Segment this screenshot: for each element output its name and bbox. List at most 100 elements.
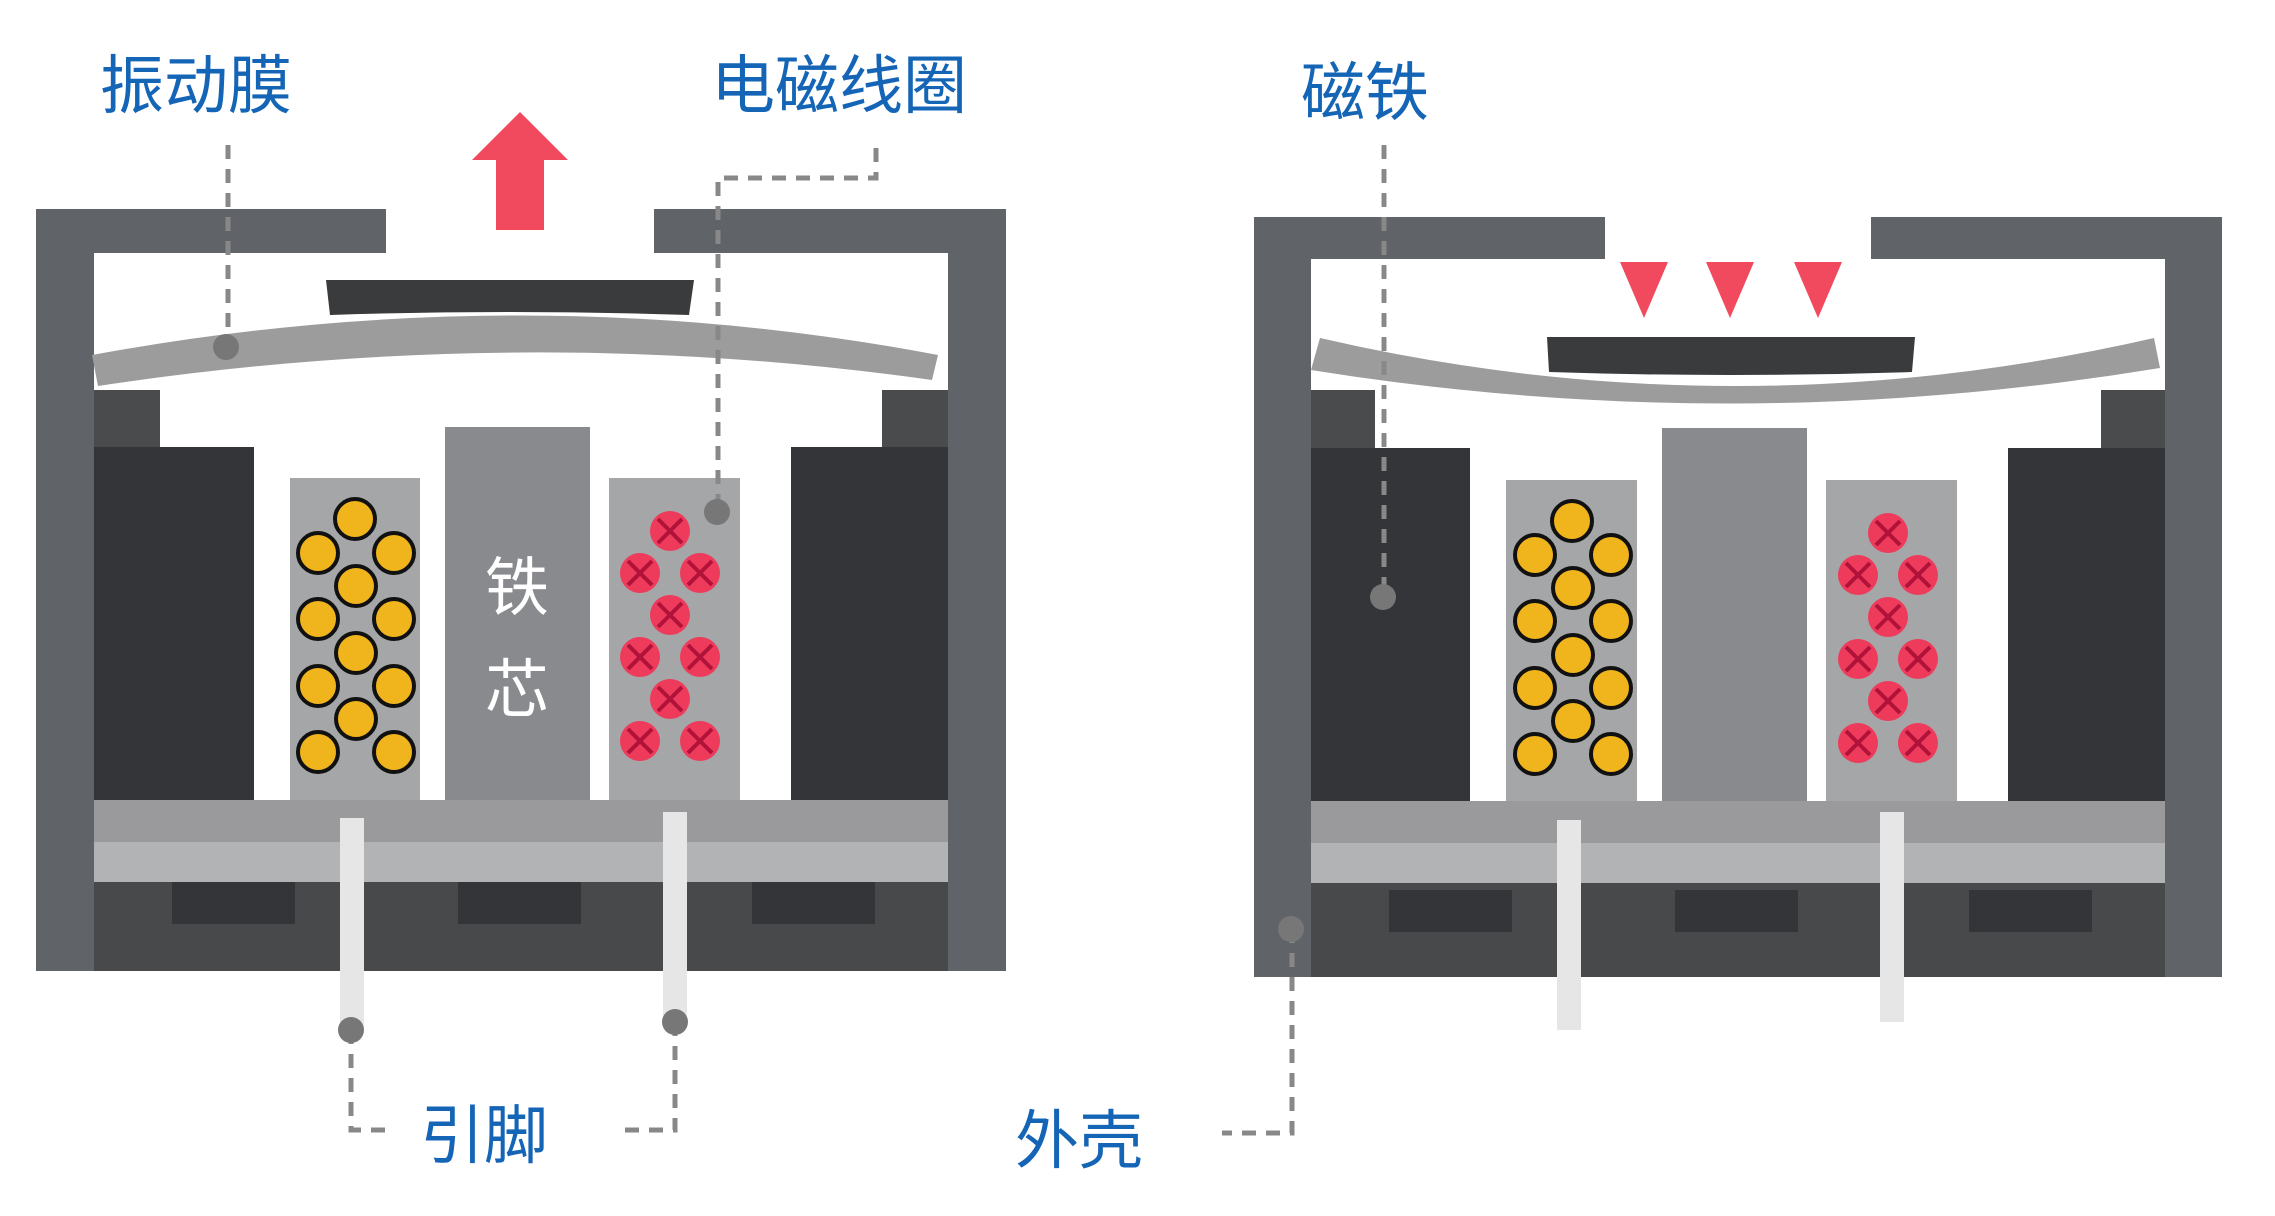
housing-top-left (1254, 217, 1605, 259)
dot-circle-icon (1589, 732, 1633, 776)
magnet-block-right (791, 447, 948, 800)
cross-circle-icon (1838, 555, 1878, 595)
base-slot (172, 882, 295, 924)
dot-circle-icon (296, 730, 340, 774)
down-triangle-icon (1706, 262, 1754, 318)
down-triangle-icon (1794, 262, 1842, 318)
up-arrow-icon (472, 112, 568, 230)
housing-top-right (1871, 217, 2222, 259)
cross-circle-icon (1868, 513, 1908, 553)
iron-core-label-1: 铁 (485, 552, 549, 626)
leader-dot-housing (1278, 916, 1304, 942)
cross-circle-icon (620, 637, 660, 677)
magnet-block-left (94, 447, 254, 800)
labels: 振动膜 电磁线圈 磁铁 引脚 外壳 (100, 50, 1429, 1179)
spacer-block-left (94, 390, 160, 448)
coil-wires-right (1838, 513, 1938, 763)
buzzer-left: 铁 芯 (36, 112, 1006, 1028)
label-diaphragm: 振动膜 (100, 50, 292, 124)
pin-left (1557, 820, 1581, 1030)
housing-top-left (36, 209, 386, 253)
coil-wires-right (620, 511, 720, 761)
pin-right (663, 812, 687, 1022)
magnet-block-right (2008, 448, 2165, 801)
dot-circle-icon (296, 664, 340, 708)
cross-circle-icon (1868, 597, 1908, 637)
dot-circle-icon (334, 697, 378, 741)
cross-circle-icon (650, 511, 690, 551)
spacer-block-right (2101, 390, 2165, 448)
down-triangle-icon (1620, 262, 1668, 318)
leader-lines (213, 145, 1396, 1136)
dot-circle-icon (296, 597, 340, 641)
diaphragm-left (92, 315, 938, 386)
buzzer-right (1254, 217, 2222, 1030)
diaphragm-weight-right (1547, 337, 1915, 375)
pin-left (340, 818, 364, 1028)
spacer-block-right (882, 390, 948, 448)
dot-circle-icon (1589, 599, 1633, 643)
dot-circle-icon (372, 730, 416, 774)
housing-right-wall (948, 209, 1006, 971)
housing-right-wall (2165, 217, 2222, 977)
cross-circle-icon (620, 721, 660, 761)
dot-circle-icon (334, 564, 378, 608)
dot-circle-icon (333, 497, 377, 541)
dot-circle-icon (1551, 633, 1595, 677)
pin-right (1880, 812, 1904, 1022)
leader-housing (1222, 929, 1295, 1136)
diaphragm-weight-left (326, 280, 694, 315)
leader-dot-pin-right (662, 1009, 688, 1035)
dot-circle-icon (372, 597, 416, 641)
dot-circle-icon (1551, 566, 1595, 610)
dot-circle-icon (1551, 699, 1595, 743)
dot-circle-icon (1513, 599, 1557, 643)
dot-circle-icon (1513, 732, 1557, 776)
cross-circle-icon (650, 595, 690, 635)
label-housing: 外壳 (1015, 1105, 1143, 1179)
dot-circle-icon (1513, 533, 1557, 577)
iron-core (1662, 428, 1807, 801)
housing-left-wall (1254, 217, 1311, 977)
iron-core-label-2: 芯 (485, 654, 549, 728)
leader-dot-pin-left (338, 1017, 364, 1043)
cross-circle-icon (650, 679, 690, 719)
leader-pin-right (625, 1022, 678, 1133)
dot-circle-icon (372, 531, 416, 575)
label-coil: 电磁线圈 (711, 50, 967, 124)
housing-left-wall (36, 209, 94, 971)
base-plate-top (1311, 801, 2165, 843)
leader-dot-diaphragm (213, 334, 239, 360)
cross-circle-icon (680, 721, 720, 761)
leader-dot-coil (704, 499, 730, 525)
cross-circle-icon (620, 553, 660, 593)
base-plate-mid (94, 842, 948, 882)
base-slot (752, 882, 875, 924)
dot-circle-icon (1589, 533, 1633, 577)
dot-circle-icon (1513, 666, 1557, 710)
base-slot (1969, 890, 2092, 932)
leader-pin-left (348, 1030, 390, 1133)
dot-circle-icon (372, 664, 416, 708)
base-slot (458, 882, 581, 924)
cross-circle-icon (1838, 723, 1878, 763)
spacer-block-left (1311, 390, 1375, 448)
dot-circle-icon (334, 631, 378, 675)
cross-circle-icon (680, 637, 720, 677)
cross-circle-icon (680, 553, 720, 593)
cross-circle-icon (1868, 681, 1908, 721)
cross-circle-icon (1898, 555, 1938, 595)
iron-core (445, 427, 590, 800)
housing-top-right (654, 209, 1006, 253)
down-triangle-icon (1620, 262, 1842, 318)
cross-circle-icon (1838, 639, 1878, 679)
label-pins: 引脚 (420, 1100, 548, 1174)
coil-wires-left (296, 497, 416, 774)
base-plate-mid (1311, 843, 2165, 883)
diaphragm-right (1311, 338, 2160, 404)
cross-circle-icon (1898, 639, 1938, 679)
base-plate-top (94, 800, 948, 842)
dot-circle-icon (296, 531, 340, 575)
dot-circle-icon (1589, 666, 1633, 710)
